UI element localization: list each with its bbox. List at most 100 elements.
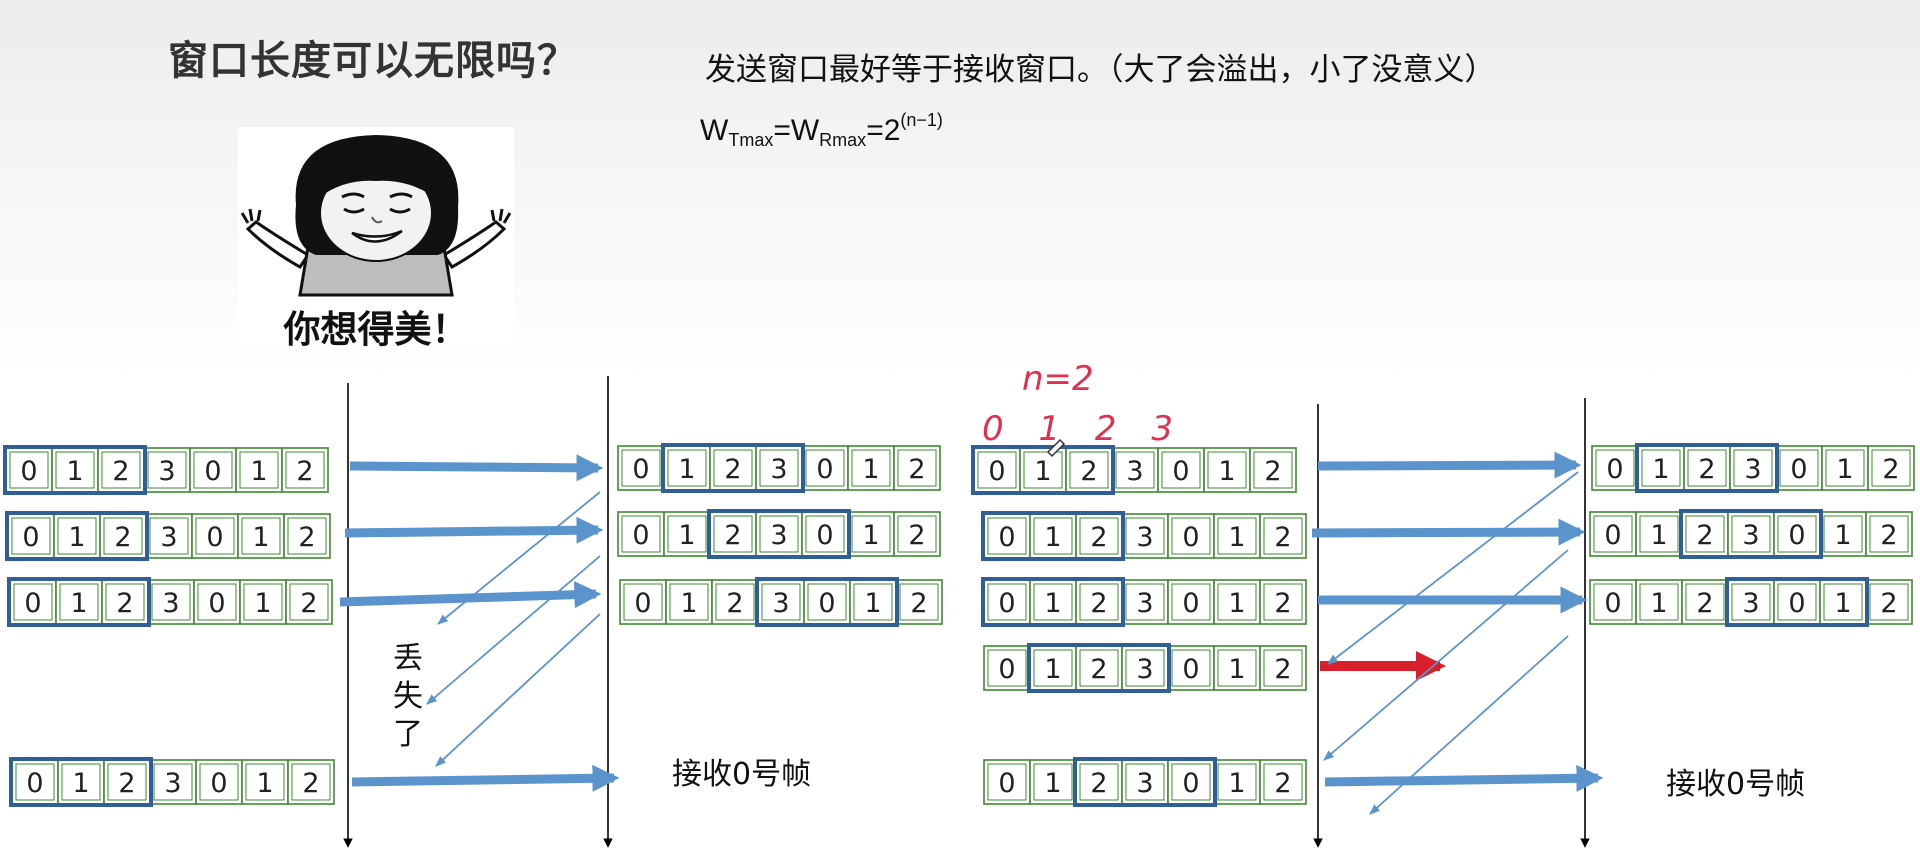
frame-cell-inner [243, 583, 283, 621]
frame-cell [709, 445, 757, 491]
frame-number: 1 [1650, 588, 1667, 619]
frame-cell [149, 759, 197, 805]
right-receiver-window-highlight [1679, 509, 1823, 559]
frame-cell-inner [1033, 763, 1073, 801]
left-receive-label: 接收0号帧 [672, 757, 811, 792]
frame-cell [189, 447, 237, 493]
frame-cell-inner [193, 451, 233, 489]
frame-cell [1213, 513, 1261, 559]
frame-cell [51, 447, 99, 493]
frame-cell-inner [667, 515, 707, 553]
frame-cell-inner [1207, 451, 1247, 489]
left-receiver-window-highlight [755, 577, 899, 627]
frame-number: 3 [164, 768, 181, 799]
frame-number: 1 [1834, 520, 1851, 551]
frame-cell-inner [1125, 583, 1165, 621]
frame-cell [847, 445, 895, 491]
frame-cell-inner [59, 583, 99, 621]
frame-number: 2 [910, 588, 927, 619]
frame-number: 0 [998, 768, 1015, 799]
frame-number: 0 [988, 456, 1005, 487]
frame-number: 2 [116, 588, 133, 619]
frame-number: 2 [1264, 456, 1281, 487]
frame-cell-inner [667, 449, 707, 487]
frame-cell-inner [289, 583, 329, 621]
frame-number: 3 [1126, 456, 1143, 487]
frame-number: 0 [1172, 456, 1189, 487]
frame-number: 1 [862, 454, 879, 485]
frame-number: 2 [1698, 454, 1715, 485]
right-ack-arrow-1 [1327, 471, 1579, 665]
frame-number: 1 [1228, 522, 1245, 553]
frame-cell-inner [1217, 517, 1257, 555]
frame-cell [191, 513, 239, 559]
frame-cell-inner [153, 763, 193, 801]
frame-cell-inner [1823, 515, 1863, 553]
frame-cell-inner [1593, 583, 1633, 621]
meme-image: 你想得美！ [238, 127, 514, 351]
frame-number: 0 [632, 454, 649, 485]
frame-cell-inner [1125, 649, 1165, 687]
frame-number: 2 [1880, 520, 1897, 551]
frame-cell [1167, 579, 1215, 625]
frame-cell-inner [197, 583, 237, 621]
frame-cell [285, 579, 333, 625]
right-frame-arrow-5 [1324, 764, 1604, 792]
frame-cell-inner [1593, 515, 1633, 553]
frame-cell-inner [105, 583, 145, 621]
frame-cell-inner [1263, 763, 1303, 801]
frame-cell-inner [851, 449, 891, 487]
frame-cell [1259, 645, 1307, 691]
frame-cell [1681, 579, 1729, 625]
frame-cell [1259, 513, 1307, 559]
frame-cell-inner [669, 583, 709, 621]
frame-cell-inner [1033, 517, 1073, 555]
frame-cell-inner [1217, 763, 1257, 801]
frame-cell [1729, 445, 1777, 491]
frame-cell [287, 759, 335, 805]
frame-cell [241, 759, 289, 805]
frame-cell [1867, 445, 1915, 491]
handwritten-seq-label: 0 1 2 3 [982, 409, 1185, 449]
frame-cell [1075, 579, 1123, 625]
right-frame-arrow-2 [1311, 518, 1586, 546]
frame-number: 0 [24, 588, 41, 619]
frame-number: 3 [772, 588, 789, 619]
frame-cell [1259, 579, 1307, 625]
frame-cell-inner [1777, 583, 1817, 621]
frame-number: 0 [1790, 454, 1807, 485]
frame-cell-inner [1641, 449, 1681, 487]
frame-number: 1 [254, 588, 271, 619]
frame-cell-inner [55, 451, 95, 489]
frame-cell [1121, 513, 1169, 559]
frame-number: 0 [1604, 520, 1621, 551]
left-sender-window-highlight [9, 757, 153, 807]
left-sender-window-highlight [7, 577, 151, 627]
frame-cell-inner [987, 517, 1027, 555]
frame-cell [1167, 513, 1215, 559]
frame-number: 1 [68, 522, 85, 553]
frame-cell-inner [759, 449, 799, 487]
frame-cell [711, 579, 759, 625]
frame-number: 0 [204, 456, 221, 487]
frame-number: 2 [1882, 454, 1899, 485]
frame-cell-inner [805, 515, 845, 553]
frame-number: 1 [1044, 768, 1061, 799]
frame-cell-inner [1825, 449, 1865, 487]
frame-cell [973, 447, 1021, 493]
frame-cell-inner [1171, 517, 1211, 555]
frame-cell [1259, 759, 1307, 805]
right-sender-window-highlight [1073, 757, 1217, 807]
frame-number: 3 [1136, 588, 1153, 619]
frame-number: 3 [1742, 588, 1759, 619]
frame-cell [893, 445, 941, 491]
handwritten-n-label: n=2 [1022, 359, 1094, 399]
